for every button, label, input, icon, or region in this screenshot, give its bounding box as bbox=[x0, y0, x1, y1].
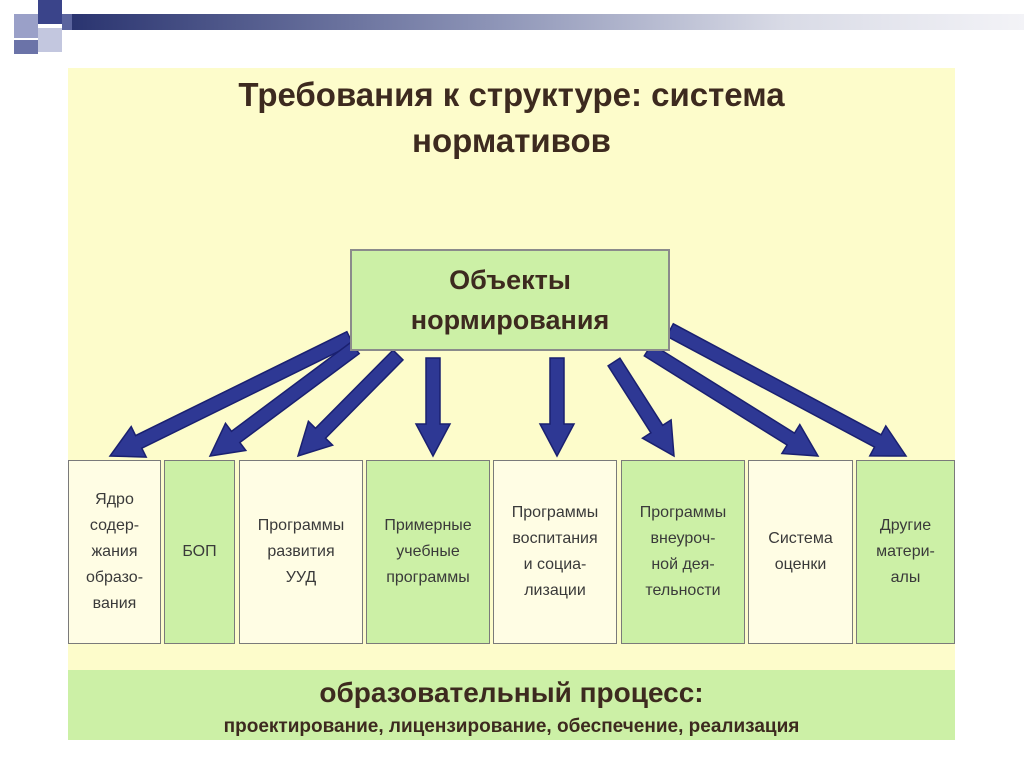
object-box-label: Другие матери- алы bbox=[876, 517, 935, 586]
decor-square bbox=[14, 40, 38, 54]
center-box: Объекты нормирования bbox=[350, 249, 670, 351]
object-box-sample-curricula: Примерные учебные программы bbox=[366, 460, 490, 644]
arrow-group bbox=[108, 322, 908, 458]
object-box-label: БОП bbox=[182, 543, 217, 560]
object-box-label: Ядро содер- жания образо- вания bbox=[85, 491, 144, 612]
bottom-banner bbox=[68, 670, 955, 740]
object-box-label: Система оценки bbox=[768, 530, 833, 573]
bottom-banner-title: образовательный процесс: bbox=[319, 677, 704, 708]
arrow bbox=[208, 341, 361, 457]
arrow bbox=[538, 357, 576, 458]
arrow bbox=[108, 330, 355, 458]
decor-square bbox=[38, 28, 62, 52]
arrow bbox=[643, 343, 820, 457]
object-box-label: Программы развития УУД bbox=[257, 517, 345, 586]
arrow bbox=[607, 357, 675, 458]
slide-title-line2: нормативов bbox=[412, 122, 611, 159]
object-box-upbringing-programs: Программы воспитания и социа- лизации bbox=[493, 460, 617, 644]
header-gradient-bar bbox=[72, 14, 1024, 30]
slide-title-line1: Требования к структуре: система bbox=[238, 76, 785, 113]
arrow bbox=[414, 357, 452, 458]
slide-title: Требования к структуре: система норматив… bbox=[68, 72, 955, 164]
arrow bbox=[665, 322, 908, 457]
object-box-core-content: Ядро содер- жания образо- вания bbox=[68, 460, 161, 644]
decor-square bbox=[62, 14, 72, 30]
object-box-other-materials: Другие матери- алы bbox=[856, 460, 955, 644]
center-box-line1: Объекты bbox=[449, 265, 571, 295]
center-box-line2: нормирования bbox=[410, 305, 610, 335]
object-box-uud-programs: Программы развития УУД bbox=[239, 460, 363, 644]
object-box-extracurricular-programs: Программы внеуроч- ной дея- тельности bbox=[621, 460, 745, 644]
decor-square bbox=[14, 14, 38, 38]
object-box-label: Программы воспитания и социа- лизации bbox=[511, 504, 599, 599]
object-box-bop: БОП bbox=[164, 460, 235, 644]
decor-square bbox=[38, 0, 62, 24]
object-box-label: Примерные учебные программы bbox=[384, 517, 472, 586]
arrow bbox=[296, 349, 405, 458]
bottom-banner-subtitle: проектирование, лицензирование, обеспече… bbox=[223, 716, 800, 737]
object-box-assessment-system: Система оценки bbox=[748, 460, 853, 644]
object-box-label: Программы внеуроч- ной дея- тельности bbox=[639, 504, 727, 599]
